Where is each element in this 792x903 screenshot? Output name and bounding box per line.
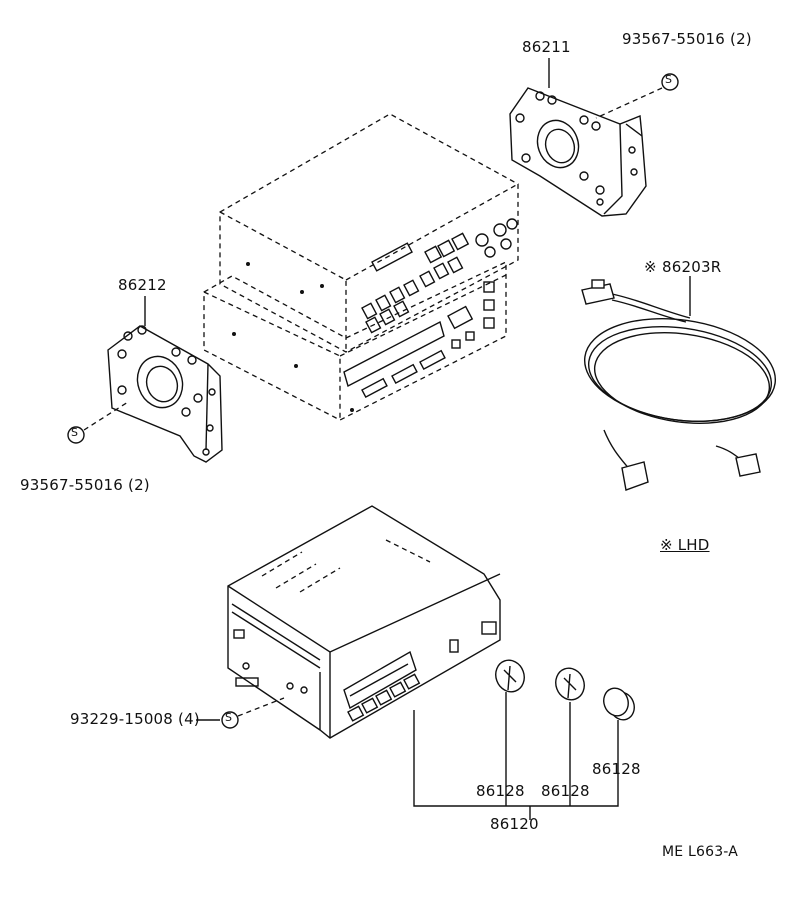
screw-top-symbol: S bbox=[665, 73, 673, 86]
label-screw-top: 93567-55016 (2) bbox=[622, 30, 752, 48]
label-screw-left: 93567-55016 (2) bbox=[20, 476, 150, 494]
knob-b bbox=[555, 667, 585, 701]
label-86212: 86212 bbox=[118, 276, 167, 294]
label-86203R: 86203R bbox=[662, 258, 722, 276]
label-lhd-note: ※ LHD bbox=[660, 536, 710, 554]
screw-radio-symbol: S bbox=[225, 711, 233, 724]
label-86211: 86211 bbox=[522, 38, 571, 56]
bracket-86211 bbox=[509, 87, 647, 217]
knob-a bbox=[495, 659, 525, 693]
screw-marker-left bbox=[67, 426, 85, 444]
bracket-86212 bbox=[107, 325, 223, 463]
label-86120: 86120 bbox=[490, 815, 539, 833]
screw-marker-radio bbox=[221, 711, 239, 729]
upper-radio-unit bbox=[219, 113, 519, 353]
label-knob-1: 86128 bbox=[476, 782, 525, 800]
screw-left-symbol: S bbox=[71, 426, 79, 439]
drawing-code: ME L663-A bbox=[662, 844, 739, 860]
screw-marker-top bbox=[661, 73, 679, 91]
leader-lines bbox=[83, 58, 691, 820]
label-screw-radio: 93229-15008 (4) bbox=[70, 710, 200, 728]
label-knob-3: 86128 bbox=[592, 760, 641, 778]
label-cord-mark: ※ bbox=[644, 258, 657, 276]
knob-c bbox=[603, 687, 635, 721]
cord-86203R bbox=[581, 279, 777, 491]
label-knob-2: 86128 bbox=[541, 782, 590, 800]
radio-receiver-86120 bbox=[227, 505, 501, 739]
lower-cassette-unit bbox=[203, 260, 507, 421]
